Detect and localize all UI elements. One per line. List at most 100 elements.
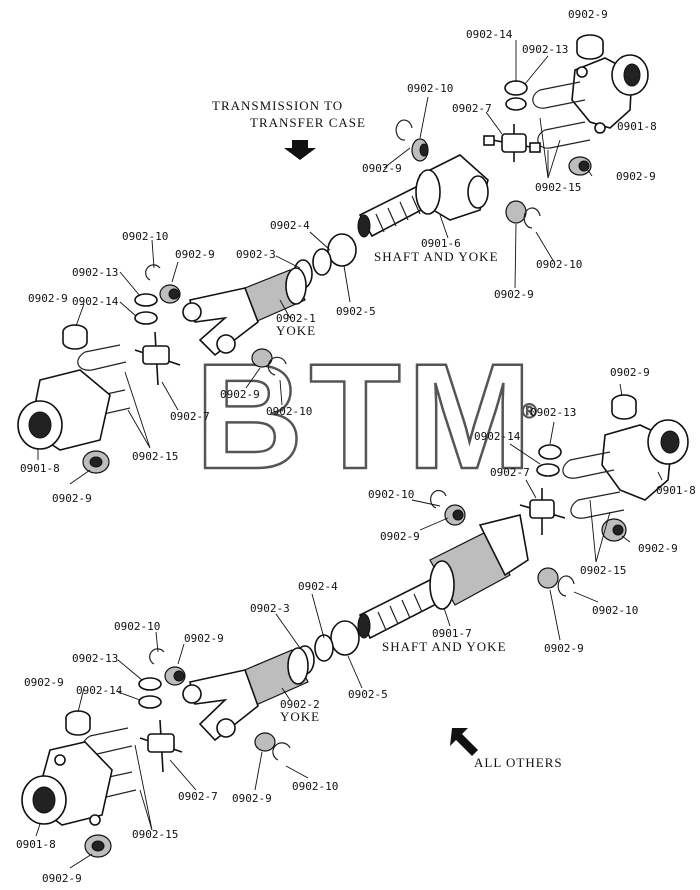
u-bolt-left-a: [77, 344, 127, 371]
dust-cap-lower: [330, 620, 360, 656]
u-bolt-lower-right-b: [570, 491, 625, 519]
callout-label: 0901-8: [20, 462, 60, 475]
bearing-cup-upper-c: [505, 200, 527, 224]
callout-label: 0902-5: [336, 305, 376, 318]
callout-label: 0902-13: [72, 266, 118, 279]
callout-label: 0902-14: [76, 684, 123, 697]
callout-label: 0902-9: [568, 8, 608, 21]
snap-ring-yoke-upper: [267, 356, 287, 376]
bearing-cup-yoke-upper: [251, 348, 273, 368]
seal-ring-lower-left-b: [138, 695, 162, 709]
flange-yoke-lower-right: [601, 419, 689, 501]
yoke-caption: YOKE: [276, 323, 316, 338]
shaft-and-yoke-lower: [357, 514, 529, 640]
callout-label: 0902-15: [535, 181, 581, 194]
seal-ring-lower-b: [536, 463, 560, 477]
universal-joint-cross-lower-left: [139, 719, 183, 773]
slip-yoke-lower: [182, 647, 309, 742]
universal-joint-cross-lower: [519, 488, 566, 535]
lower-parts: [21, 394, 689, 858]
snap-ring-upper-b: [523, 207, 541, 229]
callout-label: 0902-9: [544, 642, 584, 655]
universal-joint-cross-left: [134, 331, 181, 386]
up-left-arrow-icon: [450, 728, 478, 756]
down-arrow-icon: [284, 140, 316, 160]
snap-ring-left-a: [145, 264, 161, 281]
callout-label: 0902-3: [236, 248, 276, 261]
callout-label: 0902-14: [466, 28, 513, 41]
washer-lower: [314, 634, 334, 662]
bearing-cup-lower-c: [537, 567, 559, 589]
callout-label: 0902-10: [292, 780, 338, 793]
upper-callout-labels: 0902-9 0902-14 0902-13 0902-10 0902-7 09…: [20, 8, 657, 505]
callout-label: 0901-8: [617, 120, 657, 133]
callout-label: 0902-14: [474, 430, 521, 443]
seal-ring-left-b: [134, 311, 158, 325]
direction-caption-line2: TRANSFER CASE: [250, 115, 366, 130]
u-bolt-upper-right-b: [537, 121, 591, 149]
callout-label: 0902-9: [616, 170, 656, 183]
callout-label: 0902-15: [132, 828, 178, 841]
seal-ring-upper-b: [505, 97, 527, 111]
shaft-and-yoke-upper: [357, 154, 489, 238]
lower-callout-labels: 0902-9 0902-13 0902-14 0902-7 0901-8 090…: [16, 366, 696, 885]
callout-label: 0902-9: [610, 366, 650, 379]
callout-label: 0902-7: [178, 790, 218, 803]
bearing-cup-upper-a: [411, 138, 429, 162]
callout-label: 0902-9: [638, 542, 678, 555]
snap-ring-lower-b: [557, 575, 575, 597]
callout-label: 0902-3: [250, 602, 290, 615]
callout-label: 0901-8: [16, 838, 56, 851]
bearing-cup-lower-left-bottom: [84, 834, 112, 858]
bearing-cap-left: [62, 324, 88, 350]
callout-label: 0902-9: [220, 388, 260, 401]
callout-label: 0901-6: [421, 237, 461, 250]
direction-caption-line1: TRANSMISSION TO: [212, 98, 343, 113]
callout-label: 0902-9: [362, 162, 402, 175]
callout-label: 0902-14: [72, 295, 119, 308]
u-bolt-lower-right-a: [562, 451, 615, 479]
all-others-caption: ALL OTHERS: [474, 755, 563, 770]
callout-label: 0902-10: [266, 405, 312, 418]
callout-label: 0902-10: [122, 230, 168, 243]
callout-label: 0902-9: [28, 292, 68, 305]
callout-label: 0902-15: [132, 450, 178, 463]
callout-label: 0902-10: [536, 258, 582, 271]
yoke-caption: YOKE: [280, 709, 320, 724]
callout-label: 0902-13: [530, 406, 576, 419]
callout-label: 0902-10: [407, 82, 453, 95]
leader-lines: [35, 40, 663, 869]
snap-ring-upper-a: [395, 119, 413, 141]
bearing-cup-upper-b: [568, 156, 592, 176]
bearing-cap-lower-left: [65, 710, 91, 736]
flange-yoke-left: [17, 369, 111, 451]
seal-ring-left-a: [134, 293, 158, 307]
callout-label: 0902-13: [72, 652, 118, 665]
bearing-cap-top-right: [576, 34, 604, 60]
callout-label: 0902-9: [380, 530, 420, 543]
flange-yoke-lower-left: [21, 741, 113, 826]
callout-label: 0902-9: [42, 872, 82, 885]
callout-label: 0902-9: [175, 248, 215, 261]
callout-label: 0902-9: [232, 792, 272, 805]
callout-label: 0902-9: [184, 632, 224, 645]
u-bolt-upper-right-a: [532, 81, 586, 109]
bearing-cup-yoke-lower: [254, 732, 276, 752]
dust-cap-upper: [327, 233, 357, 267]
bearing-cap-lower-right: [611, 394, 637, 420]
callout-label: 0902-9: [24, 676, 64, 689]
universal-joint-cross-upper: [483, 124, 541, 162]
callout-label: 0902-5: [348, 688, 388, 701]
shaft-and-yoke-caption: SHAFT AND YOKE: [374, 249, 499, 264]
callout-label: 0902-13: [522, 43, 568, 56]
bearing-cup-lower-b: [601, 518, 627, 542]
snap-ring-lower-a: [430, 489, 447, 509]
callout-label: 0902-7: [452, 102, 492, 115]
callout-label: 0902-4: [270, 219, 310, 232]
callout-label: 0902-4: [298, 580, 338, 593]
flange-yoke-upper-right: [571, 54, 649, 134]
callout-label: 0902-15: [580, 564, 626, 577]
callout-label: 0902-7: [170, 410, 210, 423]
